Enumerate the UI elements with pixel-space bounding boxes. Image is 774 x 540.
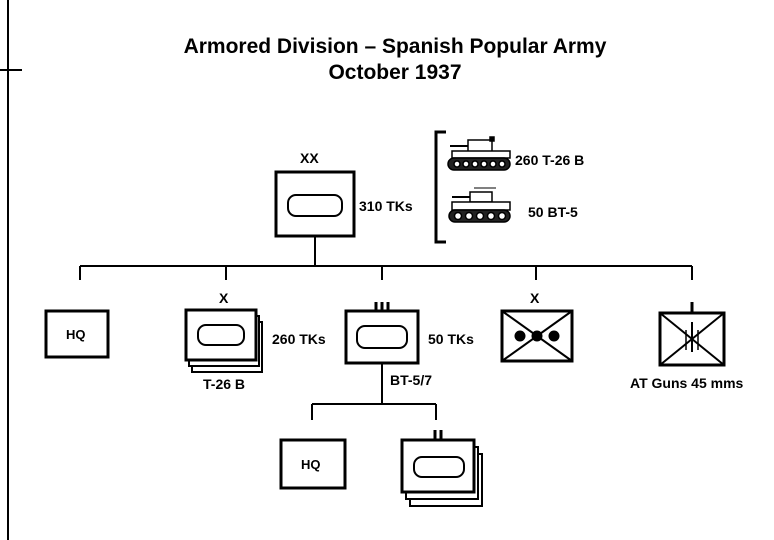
sub-hq-label: HQ <box>301 457 321 472</box>
bt-regiment-type: BT-5/7 <box>390 372 433 388</box>
brigade-x-symbol <box>500 309 574 363</box>
brigade-x-size-marker: X <box>530 290 540 306</box>
hq-box <box>44 309 110 359</box>
hq-label: HQ <box>66 327 86 342</box>
antitank-symbol <box>658 302 726 367</box>
t26-brigade-type: T-26 B <box>203 376 246 392</box>
t26-brigade-size-marker: X <box>219 290 229 306</box>
t26-brigade-symbol <box>184 308 263 373</box>
composition-bracket <box>434 130 446 244</box>
chart-title: Armored Division – Spanish Popular Army <box>183 35 607 58</box>
sub-hq-box <box>279 438 347 490</box>
division-strength: 310 TKs <box>359 198 413 214</box>
bt-regiment-symbol <box>344 302 420 365</box>
bt-regiment-strength: 50 TKs <box>428 331 474 347</box>
composition-bt5-label: 50 BT-5 <box>528 204 578 220</box>
division-symbol <box>274 170 356 238</box>
bt5-tank-icon <box>448 187 511 223</box>
division-size-marker: XX <box>300 150 319 166</box>
t26-brigade-strength: 260 TKs <box>272 331 326 347</box>
sub-armor-symbol <box>400 430 483 507</box>
chart-subtitle: October 1937 <box>328 61 462 84</box>
composition-t26-label: 260 T-26 B <box>515 152 585 168</box>
at-unit-type: AT Guns 45 mms <box>630 375 744 391</box>
t26-tank-icon <box>447 136 511 171</box>
